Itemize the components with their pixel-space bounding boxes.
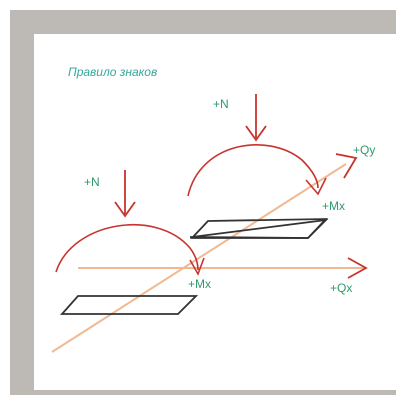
- label-qy: +Qy: [353, 143, 375, 157]
- left-moment-arc: [55, 224, 199, 273]
- qy-axis-line: [51, 163, 347, 353]
- drawing-area: [34, 34, 396, 390]
- left-moment-arrowhead: [189, 257, 205, 276]
- left-n-arrowhead: [114, 201, 136, 218]
- label-mx-left: +Mx: [188, 277, 211, 291]
- qy-arrowhead: [335, 153, 358, 179]
- right-plate-outline: [189, 218, 329, 239]
- right-moment-arrowhead: [305, 177, 327, 196]
- right-moment-arc: [187, 144, 319, 197]
- left-plate: [59, 295, 199, 315]
- right-plate: [189, 218, 329, 239]
- diagram-title: Правило знаков: [68, 65, 157, 79]
- qx-arrowhead: [347, 257, 368, 279]
- right-n-arrowhead: [245, 125, 267, 142]
- label-qx: +Qx: [330, 281, 352, 295]
- label-n-right: +N: [213, 97, 229, 111]
- label-n-left: +N: [84, 175, 100, 189]
- label-mx-right: +Mx: [322, 199, 345, 213]
